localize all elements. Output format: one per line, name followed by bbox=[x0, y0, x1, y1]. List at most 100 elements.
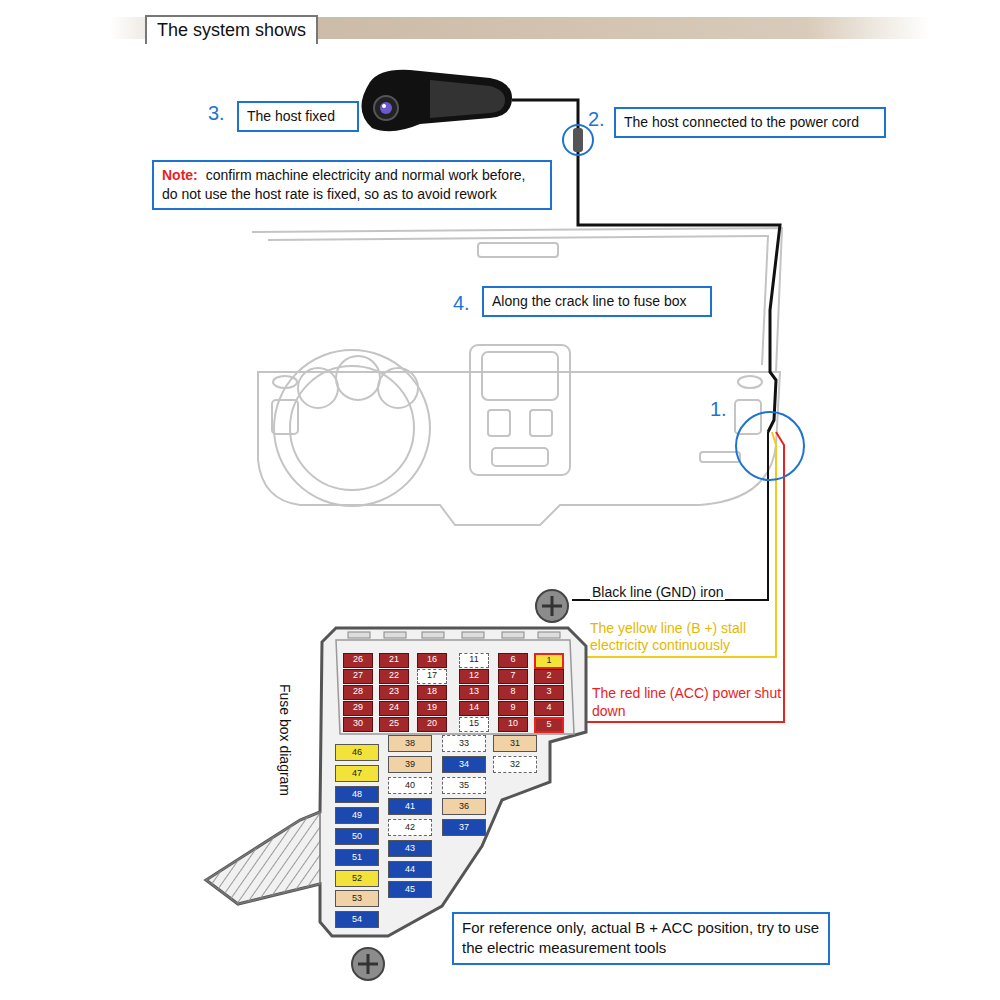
fuse-slot: 24 bbox=[379, 701, 409, 716]
fuse-slot: 19 bbox=[417, 701, 447, 716]
fuse-slot: 30 bbox=[343, 717, 373, 732]
fuse-slot: 8 bbox=[498, 685, 528, 700]
fuse-number: 38 bbox=[405, 738, 415, 748]
fuse-number: 37 bbox=[459, 822, 469, 832]
fuse-slot: 45 bbox=[388, 881, 432, 898]
fuse-slot: 10 bbox=[498, 717, 528, 732]
fuse-slot: 4 bbox=[534, 701, 564, 716]
box-text: For reference only, actual B + ACC posit… bbox=[462, 919, 819, 956]
fuse-slot: 50 bbox=[335, 828, 379, 845]
fuse-slot: 40 bbox=[388, 777, 432, 794]
fuse-number: 48 bbox=[352, 789, 362, 799]
fuse-slot: 53 bbox=[335, 890, 379, 907]
fuse-slot: 16 bbox=[417, 653, 447, 668]
fuse-number: 47 bbox=[352, 768, 362, 778]
fuse-number: 31 bbox=[510, 738, 520, 748]
fuse-slot: 29 bbox=[343, 701, 373, 716]
fuse-slot: 3 bbox=[534, 685, 564, 700]
fuse-slot: 49 bbox=[335, 807, 379, 824]
power-cord bbox=[512, 100, 780, 432]
callout-box: The host connected to the power cord bbox=[614, 107, 886, 138]
fuse-number: 16 bbox=[427, 654, 437, 664]
fuse-number: 17 bbox=[427, 670, 437, 680]
callout-box: Along the crack line to fuse box bbox=[482, 286, 712, 317]
fuse-number: 44 bbox=[405, 864, 415, 874]
fuse-slot: 35 bbox=[442, 777, 486, 794]
fuse-number: 29 bbox=[353, 702, 363, 712]
fuse-number: 11 bbox=[469, 654, 478, 664]
callout-number: 1. bbox=[710, 398, 727, 421]
fuse-slot: 5 bbox=[534, 717, 564, 733]
fuse-slot: 38 bbox=[388, 735, 432, 752]
fuse-number: 34 bbox=[459, 759, 469, 769]
fuse-slot: 22 bbox=[379, 669, 409, 684]
fuse-number: 54 bbox=[352, 914, 362, 924]
fuse-number: 49 bbox=[352, 810, 362, 820]
fuse-number: 23 bbox=[389, 686, 399, 696]
callout-number: 3. bbox=[208, 102, 225, 125]
fuse-number: 45 bbox=[405, 884, 415, 894]
fuse-number: 15 bbox=[469, 718, 479, 728]
fuse-slot: 27 bbox=[343, 669, 373, 684]
fuse-number: 8 bbox=[510, 686, 515, 696]
fuse-number: 10 bbox=[508, 718, 518, 728]
fuse-slot: 14 bbox=[459, 701, 489, 716]
fuse-slot: 25 bbox=[379, 717, 409, 732]
fuse-slot: 17 bbox=[417, 669, 447, 684]
fuse-slot: 2 bbox=[534, 669, 564, 684]
fuse-slot: 47 bbox=[335, 765, 379, 782]
fuse-slot: 42 bbox=[388, 819, 432, 836]
fuse-slot: 7 bbox=[498, 669, 528, 684]
fuse-number: 39 bbox=[405, 759, 415, 769]
fuse-number: 42 bbox=[405, 822, 415, 832]
fuse-slot: 39 bbox=[388, 756, 432, 773]
fuse-number: 20 bbox=[427, 718, 437, 728]
side-label: Fuse box diagram bbox=[277, 684, 293, 796]
dashboard bbox=[252, 228, 782, 525]
fuse-slot: 43 bbox=[388, 840, 432, 857]
fuse-number: 53 bbox=[352, 893, 362, 903]
callout-box: The host fixed bbox=[237, 101, 359, 132]
fuse-number: 41 bbox=[405, 801, 415, 811]
plug bbox=[573, 128, 583, 152]
fuse-slot: 28 bbox=[343, 685, 373, 700]
fuse-number: 36 bbox=[459, 801, 469, 811]
fuse-number: 13 bbox=[469, 686, 479, 696]
fuse-slot: 9 bbox=[498, 701, 528, 716]
callout-box: Note: confirm machine electricity and no… bbox=[152, 160, 552, 210]
fuse-slot: 51 bbox=[335, 849, 379, 866]
fuse-number: 28 bbox=[353, 686, 363, 696]
fuse-number: 7 bbox=[510, 670, 515, 680]
fuse-slot: 31 bbox=[493, 735, 537, 752]
callout-box: For reference only, actual B + ACC posit… bbox=[452, 912, 830, 965]
highlight-circle bbox=[736, 412, 804, 480]
box-text: Along the crack line to fuse box bbox=[492, 293, 687, 309]
fuse-number: 12 bbox=[469, 670, 479, 680]
fuse-number: 33 bbox=[459, 738, 469, 748]
fuse-slot: 37 bbox=[442, 819, 486, 836]
fuse-number: 52 bbox=[352, 873, 362, 883]
callout-number: 4. bbox=[453, 292, 470, 315]
b-plus-wire bbox=[566, 432, 776, 657]
fuse-number: 35 bbox=[459, 780, 469, 790]
b-plus-label: The yellow line (B +) stall electricity … bbox=[590, 620, 770, 654]
fuse-number: 50 bbox=[352, 831, 362, 841]
fuse-number: 43 bbox=[405, 843, 415, 853]
fuse-slot: 15 bbox=[459, 717, 489, 732]
acc-label: The red line (ACC) power shut down bbox=[592, 684, 782, 720]
fuse-number: 9 bbox=[510, 702, 515, 712]
gnd-label: Black line (GND) iron bbox=[590, 584, 725, 600]
fuse-slot: 11 bbox=[459, 653, 489, 668]
fuse-slot: 44 bbox=[388, 861, 432, 878]
fuse-slot: 18 bbox=[417, 685, 447, 700]
fuse-slot: 48 bbox=[335, 786, 379, 803]
fuse-number: 51 bbox=[352, 852, 362, 862]
fuse-number: 25 bbox=[389, 718, 399, 728]
fuse-number: 40 bbox=[405, 780, 415, 790]
fuse-slot: 23 bbox=[379, 685, 409, 700]
fuse-number: 24 bbox=[389, 702, 399, 712]
fuse-slot: 46 bbox=[335, 744, 379, 761]
fuse-number: 27 bbox=[353, 670, 363, 680]
fuse-slot: 26 bbox=[343, 653, 373, 668]
